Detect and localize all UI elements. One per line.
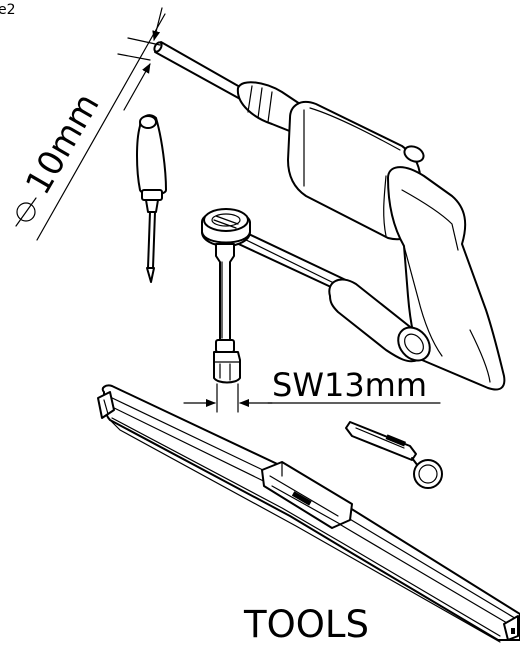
socket-dimension: SW13mm [183,366,441,413]
screwdriver-icon [136,114,167,283]
diagram-caption: TOOLS [243,603,369,646]
removal-tool-icon [345,421,443,489]
socket-size-label: SW13mm [272,366,427,404]
bit-diameter-label: 10mm [18,87,107,202]
ratchet-wrench-icon [201,208,431,384]
diameter-symbol-icon [15,197,37,227]
page-ref-label: e2 [0,2,16,18]
wiper-blade-icon [97,384,520,643]
